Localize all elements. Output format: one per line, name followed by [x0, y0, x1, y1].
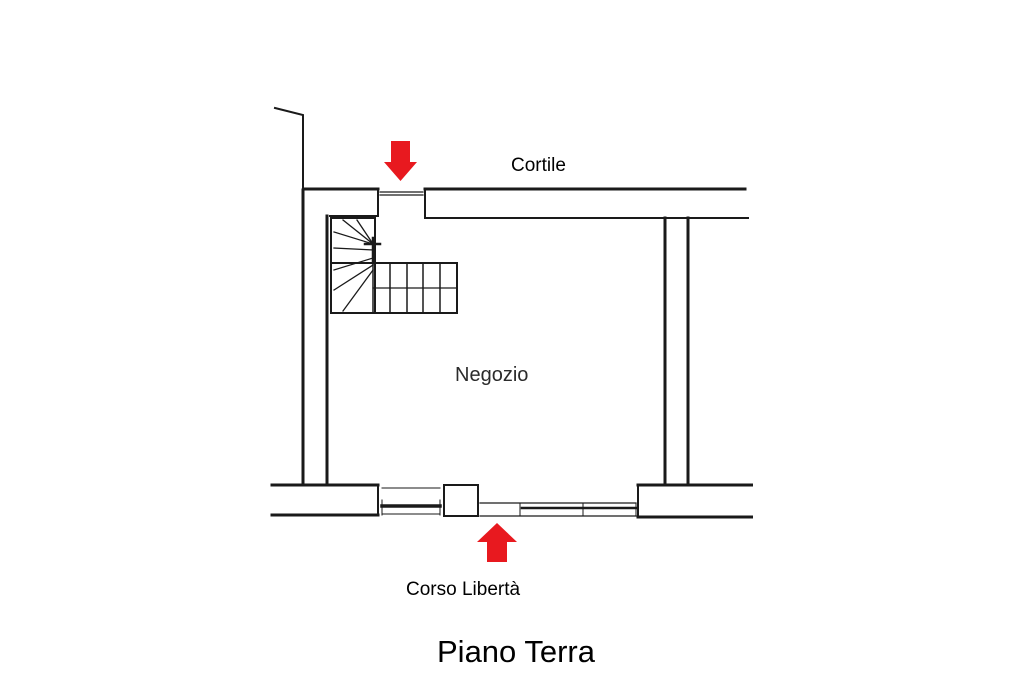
- courtyard-wall: [303, 187, 747, 219]
- pillar: [443, 484, 479, 517]
- left-exterior-wall: [273, 106, 329, 487]
- floor-title: Piano Terra: [437, 634, 595, 669]
- shop-window-left: [380, 487, 442, 516]
- shop-room-label: Negozio: [455, 364, 529, 386]
- street-front-wall: [270, 483, 754, 519]
- shop-window-right: [479, 502, 638, 517]
- up-arrow-icon: [477, 523, 517, 562]
- courtyard-label: Cortile: [511, 155, 566, 176]
- down-arrow-icon: [384, 141, 417, 181]
- staircase: [330, 217, 458, 314]
- street-label: Corso Libertà: [406, 579, 521, 600]
- right-partition-wall: [663, 216, 749, 487]
- courtyard-door: [379, 191, 424, 196]
